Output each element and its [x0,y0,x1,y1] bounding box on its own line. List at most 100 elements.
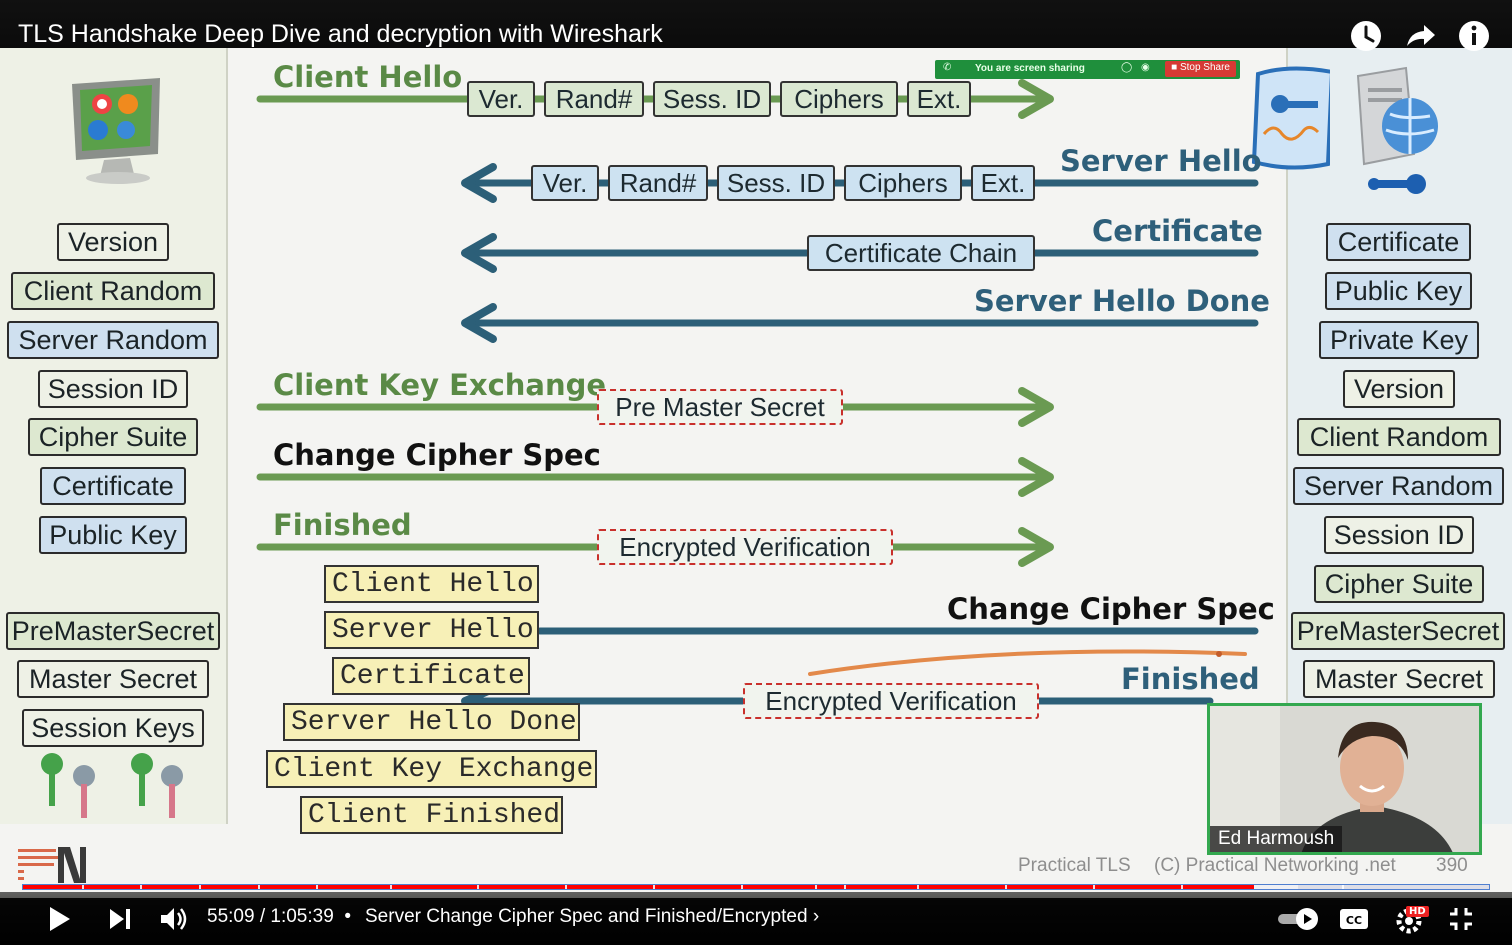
progress-buffer [1254,885,1299,889]
client-hello-field: Rand# [544,81,644,117]
certificate-label: Certificate [1092,214,1263,248]
transcript-item: Server Hello [324,611,539,649]
chapter-marker [565,885,568,889]
server-item-session-id: Session ID [1324,516,1474,554]
client-item-certificate: Certificate [40,467,186,505]
client-item-session-keys: Session Keys [22,709,204,747]
stop-share-button[interactable]: ■ Stop Share [1165,61,1236,77]
chapter-marker [198,885,201,889]
client-hello-field: Ext. [907,81,971,117]
server-item-master-secret: Master Secret [1303,660,1495,698]
chapter-marker [843,885,846,889]
client-change-cipher-spec-label: Change Cipher Spec [273,438,601,472]
server-change-cipher-spec-label: Change Cipher Spec [947,592,1275,626]
server-hello-label: Server Hello [1060,144,1262,178]
chapter-title[interactable]: Server Change Cipher Spec and Finished/E… [365,906,819,928]
chapter-marker [1093,885,1096,889]
server-item-cipher-suite: Cipher Suite [1314,565,1484,603]
time-display: 55:09 / 1:05:39 • [207,906,351,928]
server-item-client-random: Client Random [1297,418,1501,456]
total-time: 1:05:39 [270,906,334,927]
transcript-item: Client Finished [300,796,563,834]
exit-fullscreen-icon[interactable] [1444,902,1478,936]
chapter-marker [741,885,744,889]
server-item-premaster-secret: PreMasterSecret [1291,612,1505,650]
server-hello-done-label: Server Hello Done [974,284,1270,318]
transcript-item: Server Hello Done [283,703,580,741]
client-item-session-id: Session ID [38,370,188,408]
client-hello-label: Client Hello [273,60,463,94]
chapter-marker [81,885,84,889]
client-encrypted-verification: Encrypted Verification [597,529,893,565]
client-item-cipher-suite: Cipher Suite [28,418,198,456]
watch-later-icon[interactable] [1348,18,1384,54]
slide: Client Hello Server Hello Certificate Se… [0,48,1512,898]
next-icon[interactable] [103,902,137,936]
chapter-marker [316,885,319,889]
certificate-icon [1251,66,1330,170]
presenter-video [1210,706,1479,852]
dot-separator: • [339,906,352,927]
client-item-premaster-secret: PreMasterSecret [6,612,220,650]
session-keys-icon [41,753,183,818]
server-finished-label: Finished [1121,662,1260,696]
server-hello-field: Sess. ID [717,165,835,201]
client-hello-field: Sess. ID [653,81,771,117]
webcam-name-tag: Ed Harmoush [1210,826,1343,852]
chapter-marker [257,885,260,889]
chapter-marker [814,885,817,889]
certificate-chain: Certificate Chain [807,235,1035,271]
player-controls: 55:09 / 1:05:39 • Server Change Cipher S… [0,892,1512,945]
server-hello-field: Ext. [971,165,1035,201]
client-finished-label: Finished [273,508,412,542]
current-time: 55:09 [207,906,255,927]
handshake-arrows [256,79,1259,713]
chapter-marker [1005,885,1008,889]
hd-badge: HD [1406,906,1429,917]
captions-icon[interactable]: CC [1337,902,1371,936]
server-item-server-random: Server Random [1293,467,1504,505]
transcript-item: Client Hello [324,565,539,603]
chapter-marker [653,885,656,889]
play-icon[interactable] [42,902,76,936]
client-computer-icon [72,78,160,184]
slide-footer-copyright: (C) Practical Networking .net [1154,855,1396,876]
progress-bar[interactable] [22,884,1490,890]
chapter-marker [140,885,143,889]
volume-icon[interactable] [157,902,191,936]
client-key-exchange-label: Client Key Exchange [273,368,607,402]
svg-text:CC: CC [1346,914,1362,927]
transcript-item: Certificate [332,657,530,695]
info-icon[interactable] [1456,18,1492,54]
chapter-marker [1181,885,1184,889]
shield-icon: ◉ [1141,62,1150,73]
client-item-client-random: Client Random [11,272,215,310]
client-item-version: Version [57,223,169,261]
settings-icon[interactable] [1392,902,1426,936]
client-item-server-random: Server Random [7,321,219,359]
client-item-public-key: Public Key [39,516,187,554]
server-item-version: Version [1343,370,1455,408]
client-hello-field: Ver. [467,81,535,117]
slide-footer-course: Practical TLS [1018,855,1131,876]
client-hello-field: Ciphers [780,81,898,117]
server-hello-field: Ver. [531,165,599,201]
server-item-certificate: Certificate [1326,223,1471,261]
transcript-item: Client Key Exchange [266,750,597,788]
server-hello-field: Ciphers [844,165,962,201]
time-separator: / [259,906,266,927]
webcam-feed: Ed Harmoush [1207,703,1482,855]
video-title[interactable]: TLS Handshake Deep Dive and decryption w… [18,20,663,48]
chapter-chevron-icon: › [812,906,820,927]
share-icon[interactable] [1402,18,1438,54]
chapter-marker [389,885,392,889]
slide-page-number: 390 [1436,855,1468,876]
progress-fill [23,885,1255,889]
autoplay-toggle[interactable] [1276,902,1322,936]
practical-networking-logo [18,847,86,883]
chapter-marker [917,885,920,889]
stop-share-label: Stop Share [1179,62,1230,73]
info-circle-icon: ◯ [1121,62,1133,73]
video-title-bar: TLS Handshake Deep Dive and decryption w… [0,0,1512,51]
